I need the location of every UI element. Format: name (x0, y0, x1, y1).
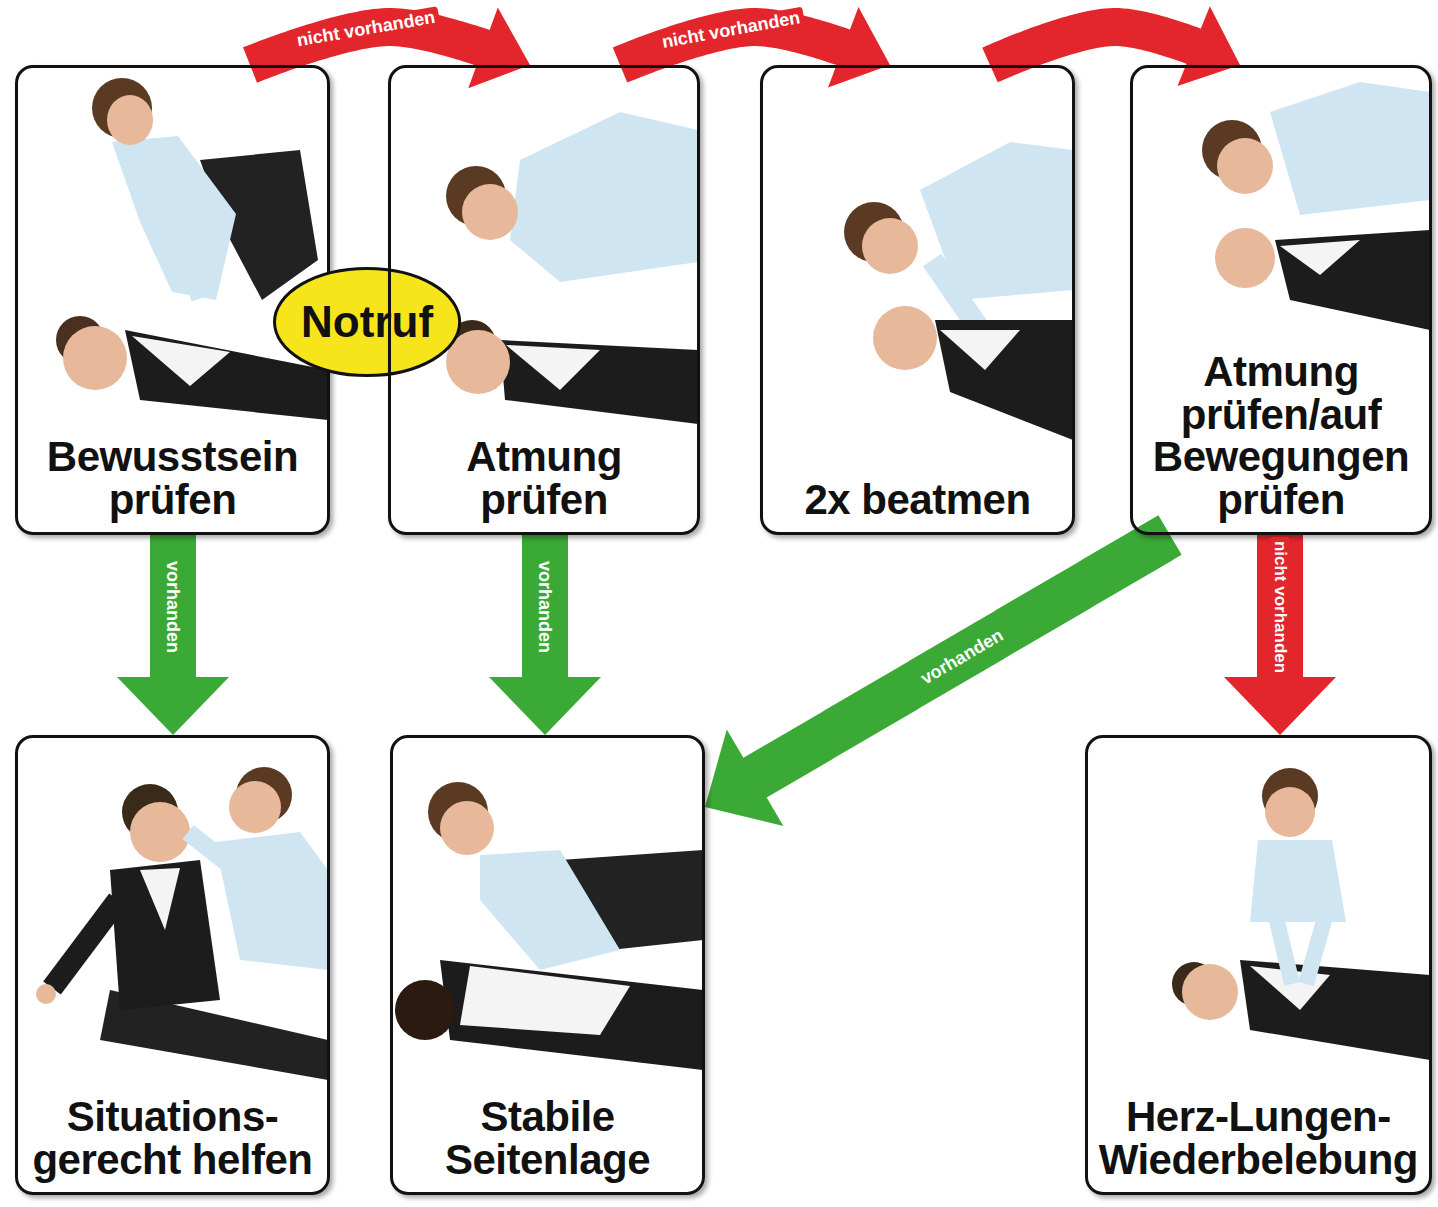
flow-arrow (1224, 535, 1336, 735)
arrow-label: vorhanden (535, 556, 556, 656)
helper-figure (428, 782, 703, 970)
flow-arrow (117, 535, 229, 735)
helper-figure (215, 832, 328, 970)
helper-figure (1265, 787, 1315, 837)
patient-figure (460, 966, 630, 1035)
patient-figure (140, 868, 180, 930)
patient-figure (395, 980, 455, 1040)
arrow-label-anchor: vorhanden (914, 622, 1011, 690)
arrow-label: vorhanden (163, 556, 184, 656)
arrow-shaft (522, 535, 568, 678)
helper-figure (480, 850, 620, 970)
step-label: Atmung prüfen/auf Bewegungen prüfen (1141, 351, 1421, 522)
arrow-label-anchor: nicht vorhanden (1270, 536, 1290, 676)
step-label: Bewusstsein prüfen (26, 436, 319, 522)
helper-figure (844, 142, 1073, 330)
arrow-label: nicht vorhanden (291, 7, 440, 52)
patient-figure (36, 984, 56, 1004)
arrow-head (1178, 6, 1240, 86)
step-box: Situations- gerecht helfen (15, 735, 330, 1195)
arrow-head (468, 7, 530, 88)
helper-figure (862, 218, 918, 274)
flow-arrow (620, 7, 890, 87)
arrow-label: vorhanden (914, 622, 1011, 690)
step-box: Atmung prüfen (388, 65, 700, 535)
flow-arrow (990, 6, 1240, 86)
patient-figure (1275, 230, 1430, 330)
helper-figure (188, 832, 226, 862)
step-label: Herz-Lungen- Wiederbelebung (1096, 1096, 1421, 1182)
arrow-shaft (150, 535, 196, 678)
patient-figure (440, 960, 703, 1070)
patient-figure (873, 306, 1073, 440)
helper-figure (188, 767, 328, 970)
helper-figure (1217, 138, 1273, 194)
patient-figure (395, 960, 703, 1070)
step-label: Situations- gerecht helfen (26, 1096, 319, 1182)
patient-figure (52, 900, 118, 988)
arrow-shaft (754, 535, 1170, 778)
arrow-head (489, 677, 601, 735)
emergency-call-ellipse: Notruf (272, 266, 462, 378)
helper-figure (462, 184, 518, 240)
patient-figure (110, 860, 220, 1010)
arrow-label: nicht vorhanden (1270, 536, 1290, 676)
arrow-label-anchor: nicht vorhanden (291, 7, 440, 52)
helper-figure (1270, 82, 1430, 215)
patient-figure (446, 320, 698, 424)
helper-figure (1272, 900, 1330, 984)
helper-figure (446, 112, 698, 282)
arrow-label-anchor: vorhanden (535, 556, 556, 656)
helper-figure (440, 801, 494, 855)
patient-figure (500, 340, 698, 424)
step-box: Herz-Lungen- Wiederbelebung (1085, 735, 1432, 1195)
arrow-head (705, 729, 783, 826)
arrow-label-anchor: vorhanden (163, 556, 184, 656)
patient-figure (130, 802, 190, 862)
step-box: Atmung prüfen/auf Bewegungen prüfen (1130, 65, 1432, 535)
patient-figure (940, 330, 1020, 370)
helper-figure (510, 112, 698, 282)
step-box: Stabile Seitenlage (390, 735, 705, 1195)
step-label: Stabile Seitenlage (401, 1096, 694, 1182)
patient-figure (1215, 228, 1430, 330)
flow-arrow (705, 535, 1170, 826)
arrow-label-anchor: nicht vorhanden (656, 6, 805, 53)
flow-arrow (489, 535, 601, 735)
patient-figure (132, 336, 230, 386)
helper-figure (172, 205, 202, 298)
helper-figure (1250, 768, 1346, 984)
helper-figure (107, 95, 153, 145)
ellipse-outline (275, 269, 460, 376)
patient-figure (63, 326, 127, 390)
helper-figure (112, 136, 236, 300)
arrow-head (1224, 677, 1336, 735)
patient-figure (1215, 228, 1275, 288)
helper-figure (92, 78, 318, 300)
helper-figure (229, 781, 281, 833)
step-label: 2x beatmen (804, 479, 1030, 522)
patient-figure (1240, 960, 1430, 1060)
arrow-shaft (1257, 535, 1303, 678)
step-box: 2x beatmen (760, 65, 1075, 535)
patient-figure (935, 320, 1073, 440)
helper-figure (1202, 82, 1430, 215)
patient-figure (506, 345, 600, 390)
helper-figure (932, 260, 980, 330)
arrow-head (117, 677, 229, 735)
step-label: Atmung prüfen (399, 436, 689, 522)
step-label: Notruf (301, 300, 433, 345)
arrow-shaft (990, 27, 1195, 65)
arrow-label: nicht vorhanden (656, 6, 805, 53)
patient-figure (873, 306, 937, 370)
patient-figure (36, 784, 328, 1080)
patient-figure (1182, 964, 1238, 1020)
patient-figure (1280, 240, 1360, 275)
arrow-head (828, 7, 890, 87)
